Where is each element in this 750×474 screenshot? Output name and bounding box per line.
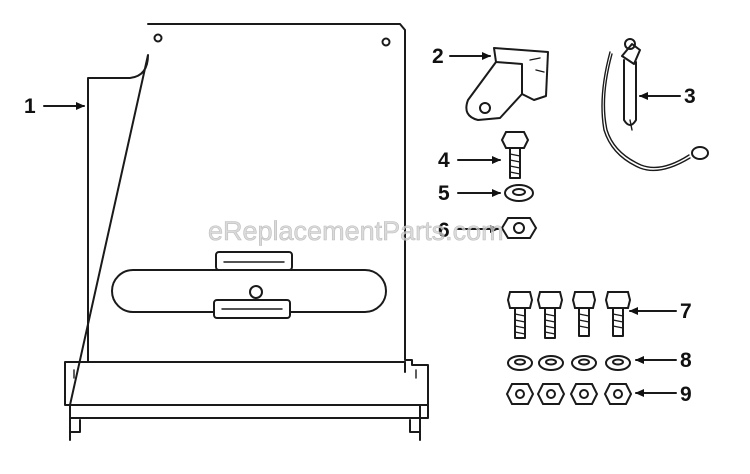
callout-5: 5	[438, 182, 450, 205]
mounting-plate	[64, 23, 429, 441]
hitch-pin	[601, 38, 709, 172]
nuts-set	[505, 383, 633, 405]
callout-9: 9	[680, 383, 692, 406]
washer-single	[504, 184, 534, 202]
callout-6: 6	[438, 219, 450, 242]
callout-4: 4	[438, 149, 450, 172]
callout-1: 1	[24, 95, 36, 118]
bracket	[465, 47, 549, 121]
callout-7: 7	[680, 300, 692, 323]
callout-numbers: 1 2 3 4 5 6 7 8 9	[24, 45, 696, 406]
watermark-text: eReplacementParts.com	[208, 216, 504, 246]
bolts-set	[506, 291, 632, 339]
bolt-single	[500, 131, 530, 179]
callout-3: 3	[684, 85, 696, 108]
callout-2: 2	[432, 45, 444, 68]
nut-single	[500, 217, 538, 239]
callout-8: 8	[680, 349, 692, 372]
washers-set	[507, 355, 631, 371]
callout-arrows	[43, 52, 681, 397]
